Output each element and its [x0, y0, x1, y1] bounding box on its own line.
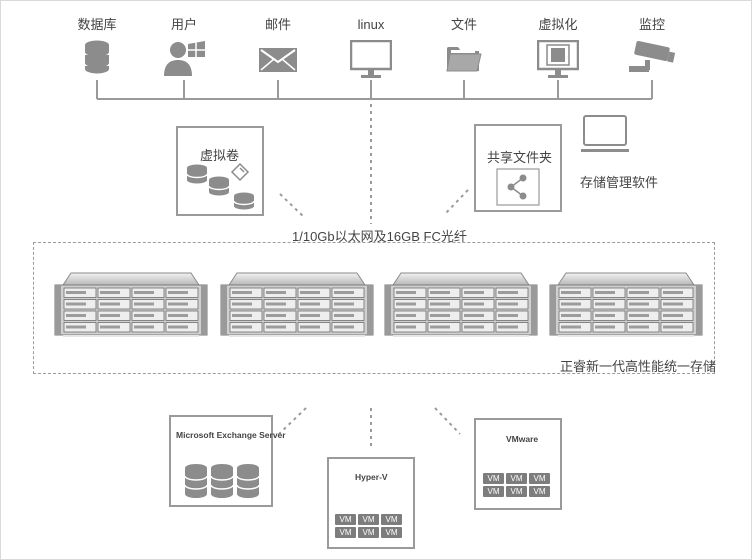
virtual-volume-label: 虚拟卷 — [200, 148, 240, 163]
management-software-label: 存储管理软件 — [580, 175, 659, 190]
exchange-label: Microsoft Exchange Server — [176, 430, 286, 440]
client-virtualization: 虚拟化 — [528, 16, 588, 80]
laptop-icon — [581, 115, 629, 152]
folder-icon — [434, 40, 494, 74]
vm-chip: VM — [358, 514, 379, 525]
rack-server-icon — [384, 272, 538, 337]
rack-server-icon — [220, 272, 374, 337]
user-icon — [154, 40, 214, 76]
shared-folder-box — [474, 124, 562, 212]
mail-icon — [248, 40, 308, 74]
storage-group — [33, 242, 715, 374]
share-dotted-link — [444, 189, 469, 215]
vm-chip: VM — [506, 473, 527, 484]
client-mail: 邮件 — [248, 16, 308, 74]
client-database: 数据库 — [67, 16, 127, 74]
vm-chip: VM — [529, 486, 550, 497]
share-icon — [496, 168, 540, 206]
database-stack-icon — [184, 464, 260, 498]
vm-chip: VM — [381, 514, 402, 525]
client-label: 用户 — [170, 17, 197, 32]
client-label: linux — [357, 17, 385, 32]
vmware-dotted-link — [434, 407, 461, 435]
client-user: 用户 — [154, 16, 214, 76]
vm-chip: VM — [483, 473, 504, 484]
client-label: 数据库 — [77, 17, 117, 32]
storage-label: 正睿新一代高性能统一存储 — [560, 359, 717, 374]
network-label: 1/10Gb以太网及16GB FC光纤 — [292, 229, 467, 244]
monitor-icon — [341, 40, 401, 80]
client-monitoring: 监控 — [622, 16, 682, 76]
volume-dotted-link — [279, 193, 306, 219]
client-label: 虚拟化 — [538, 17, 578, 32]
vmware-label: VMware — [506, 434, 539, 444]
vm-chip: VM — [335, 514, 356, 525]
rack-server-icon — [54, 272, 208, 337]
vm-chip: VM — [381, 527, 402, 538]
client-linux: linux — [341, 16, 401, 80]
rack-server-icon — [549, 272, 703, 337]
shared-folder-label: 共享文件夹 — [487, 150, 553, 165]
vm-chip: VM — [358, 527, 379, 538]
client-label: 邮件 — [264, 17, 291, 32]
camera-icon — [622, 40, 682, 76]
vm-chip: VM — [506, 486, 527, 497]
vm-chip: VM — [483, 486, 504, 497]
vm-chip: VM — [335, 527, 356, 538]
vm-chip: VM — [529, 473, 550, 484]
database-icon — [67, 40, 127, 74]
client-label: 文件 — [450, 17, 477, 32]
virtualization-icon — [528, 40, 588, 80]
disk-stack-icon — [186, 162, 255, 210]
client-label: 监控 — [638, 17, 665, 32]
hyperv-label: Hyper-V — [355, 472, 388, 482]
client-file: 文件 — [434, 16, 494, 74]
